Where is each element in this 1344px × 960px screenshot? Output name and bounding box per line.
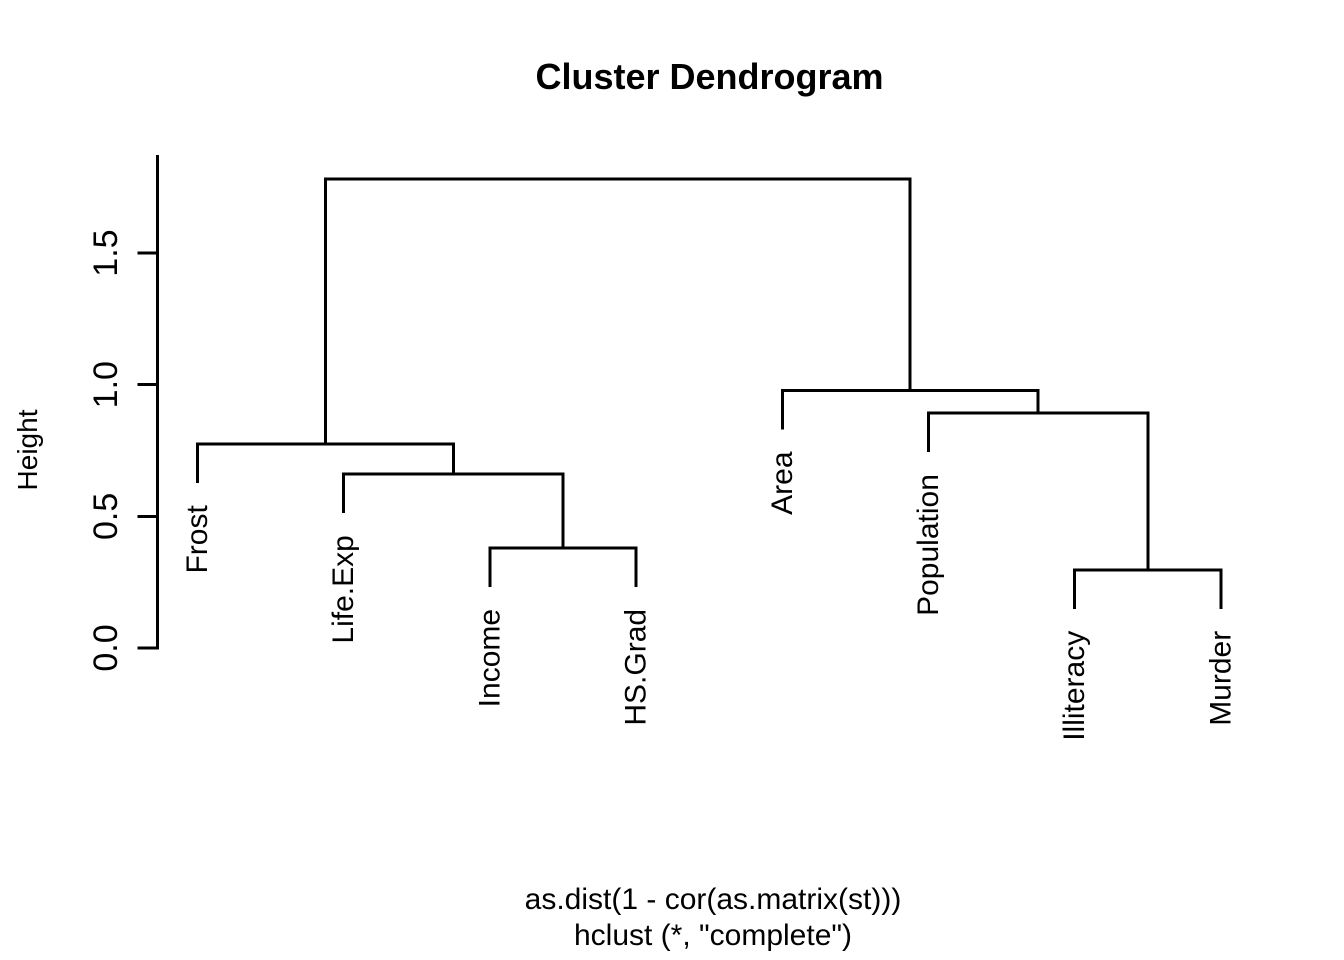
leaf-label-income: Income bbox=[473, 609, 506, 707]
y-axis-tick-label: 1.0 bbox=[87, 361, 125, 408]
leaf-label-population: Population bbox=[912, 474, 945, 616]
dendrogram-branch bbox=[1073, 568, 1223, 609]
leaf-label-frost: Frost bbox=[181, 505, 214, 574]
y-axis-tick-label: 1.5 bbox=[87, 229, 125, 276]
dendrogram-branch bbox=[927, 411, 1150, 570]
leaf-label-life-exp: Life.Exp bbox=[327, 535, 360, 643]
dendrogram-branch bbox=[780, 388, 1040, 430]
dendrogram-branch bbox=[342, 472, 565, 548]
caption-block: as.dist(1 - cor(as.matrix(st))) hclust (… bbox=[157, 882, 1269, 954]
dendrogram-branch bbox=[488, 546, 638, 587]
leaf-label-illiteracy: Illiteracy bbox=[1058, 631, 1091, 741]
y-axis-tick-label: 0.5 bbox=[87, 493, 125, 540]
caption-line-2: hclust (*, "complete") bbox=[573, 919, 853, 952]
leaf-label-hs-grad: HS.Grad bbox=[620, 609, 653, 726]
leaf-label-area: Area bbox=[766, 451, 799, 515]
leaf-label-murder: Murder bbox=[1204, 631, 1237, 726]
plot-title: Cluster Dendrogram bbox=[535, 56, 884, 97]
y-axis-tick-label: 0.0 bbox=[87, 624, 125, 671]
caption-line-1: as.dist(1 - cor(as.matrix(st))) bbox=[524, 883, 902, 916]
dendrogram-branch bbox=[196, 442, 455, 484]
dendrogram-branch bbox=[323, 177, 912, 445]
